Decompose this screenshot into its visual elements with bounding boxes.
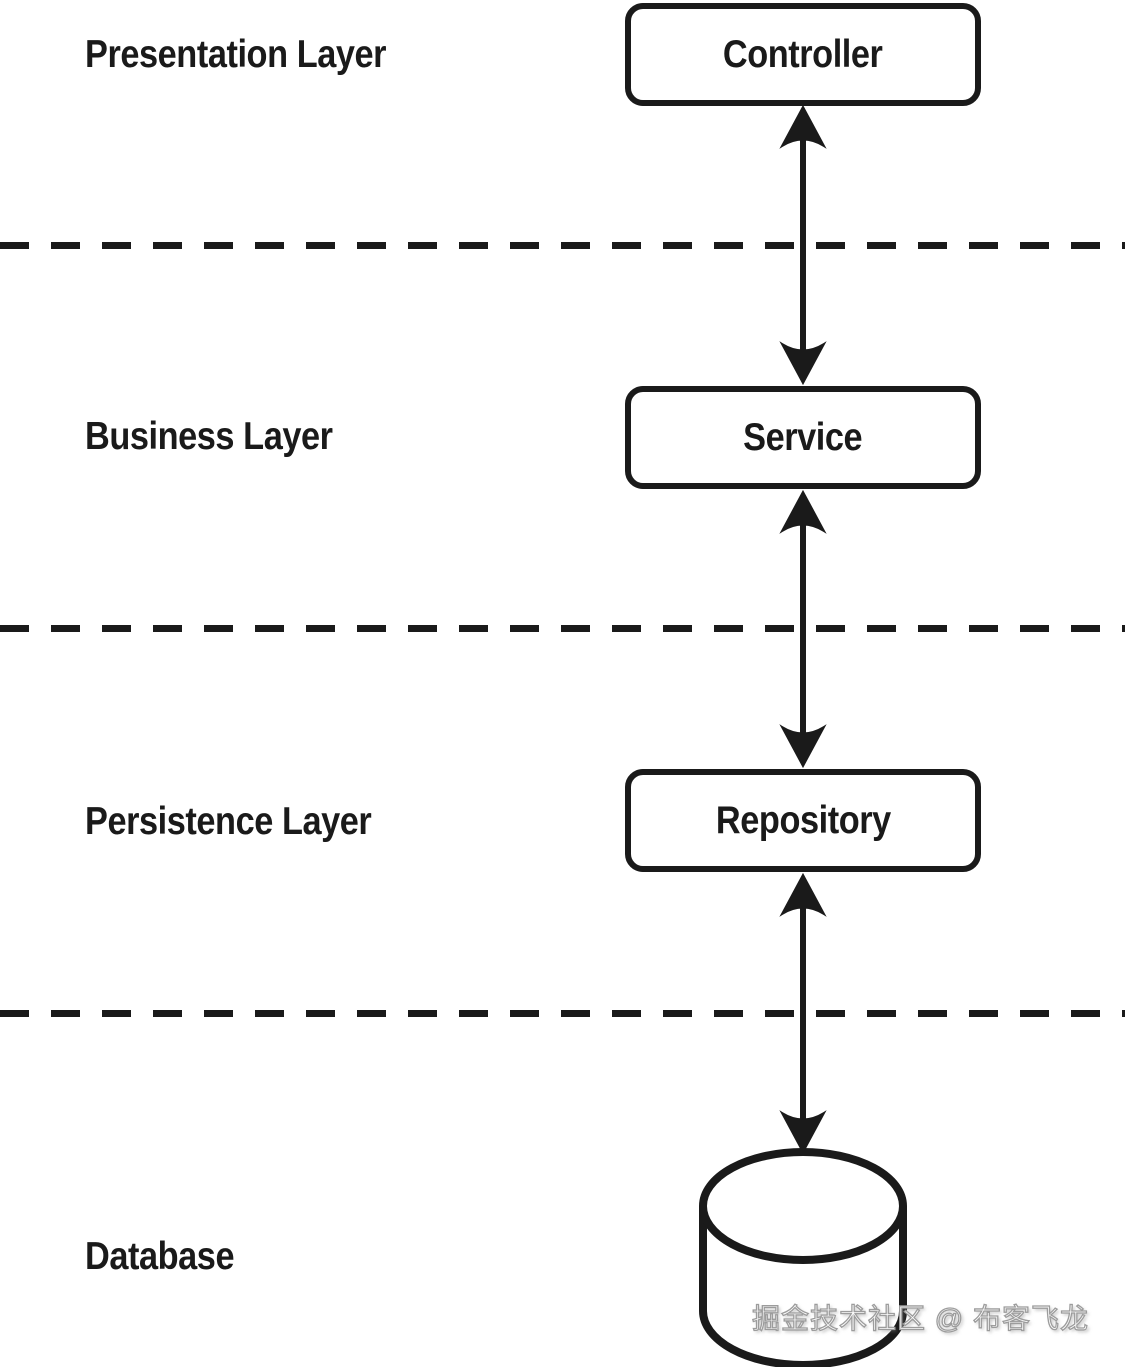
node-service: Service	[625, 386, 981, 489]
layer-separator-1	[0, 242, 1125, 249]
arrow-service-repository-icon	[779, 489, 827, 769]
node-controller: Controller	[625, 3, 981, 106]
layer-separator-3	[0, 1010, 1125, 1017]
arrow-controller-service-icon	[779, 104, 827, 386]
layer-label-persistence: Persistence Layer	[85, 800, 372, 843]
watermark: 掘金技术社区 @ 布客飞龙	[751, 1302, 1089, 1334]
layer-label-presentation: Presentation Layer	[85, 33, 387, 76]
node-repository: Repository	[625, 769, 981, 872]
layer-label-business: Business Layer	[85, 415, 333, 458]
layer-separator-2	[0, 625, 1125, 632]
node-repository-label: Repository	[715, 798, 891, 842]
database-cylinder-icon	[699, 1148, 907, 1367]
arrow-repository-database-icon	[779, 872, 827, 1155]
node-service-label: Service	[743, 415, 863, 459]
layer-label-database: Database	[85, 1235, 235, 1278]
node-controller-label: Controller	[723, 32, 883, 76]
